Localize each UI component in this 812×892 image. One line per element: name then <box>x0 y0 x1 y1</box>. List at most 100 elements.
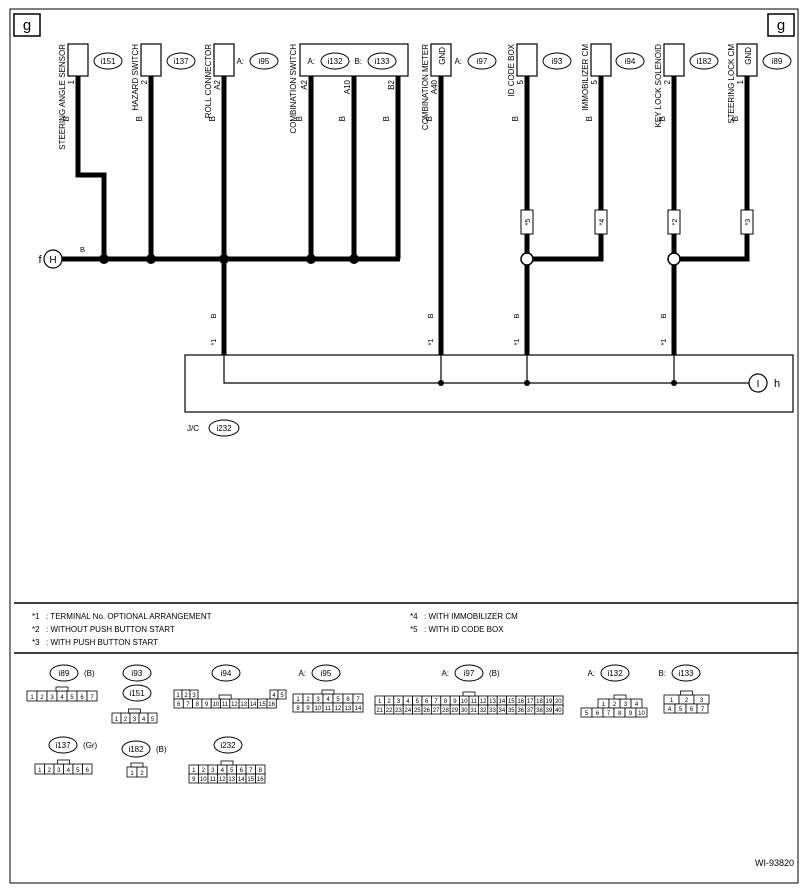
connector-tag-i137[interactable]: i137 <box>166 52 196 70</box>
gnd-label: GND <box>438 47 447 65</box>
svg-text:i95: i95 <box>321 669 332 678</box>
svg-text:18: 18 <box>536 699 543 705</box>
svg-text:B: B <box>426 313 435 318</box>
connector-view-title-i93[interactable]: i93 <box>122 664 152 682</box>
svg-text:32: 32 <box>480 708 487 714</box>
svg-text:25: 25 <box>414 708 421 714</box>
svg-text:1: 1 <box>670 698 674 704</box>
svg-text:13: 13 <box>489 699 496 705</box>
svg-text:11: 11 <box>210 777 217 783</box>
gnd-label: GND <box>744 47 753 65</box>
jc-connector-tag[interactable]: i232 <box>208 419 240 437</box>
svg-text:4: 4 <box>60 695 64 701</box>
connector-tag-i89[interactable]: i89 <box>762 52 792 70</box>
svg-text:4: 4 <box>221 768 225 774</box>
svg-text:7: 7 <box>701 707 705 713</box>
svg-text:i151: i151 <box>129 689 145 698</box>
page-ref-right[interactable]: g <box>767 13 795 37</box>
connector-tag-i97[interactable]: A: i97 <box>454 52 497 70</box>
connector-tag-i133[interactable]: B:i133 <box>354 52 397 70</box>
svg-text:H: H <box>49 255 56 266</box>
pin-comb-A2: A2 <box>300 79 309 89</box>
svg-text:3: 3 <box>700 698 704 704</box>
svg-text:4: 4 <box>272 693 276 699</box>
pin-i93: 5 <box>516 79 525 84</box>
page-frame <box>9 8 799 884</box>
svg-text:i137: i137 <box>55 741 71 750</box>
wire-color-i94: B <box>585 116 594 121</box>
svg-text:10: 10 <box>213 702 220 708</box>
connector-view-title-i97[interactable]: A:i97(B) <box>441 664 500 682</box>
svg-text:19: 19 <box>546 699 553 705</box>
svg-text:29: 29 <box>452 708 459 714</box>
page-ref-left-label: g <box>23 17 31 34</box>
note-key: *4 <box>410 612 418 621</box>
svg-text:i89: i89 <box>59 669 70 678</box>
note-text: : WITHOUT PUSH BUTTON START <box>46 625 175 634</box>
connector-tag-i93[interactable]: i93 <box>542 52 572 70</box>
page-ref-left[interactable]: g <box>13 13 41 37</box>
connector-tag-i95[interactable]: A:i95 <box>236 52 279 70</box>
svg-text:7: 7 <box>607 711 611 717</box>
svg-text:i97: i97 <box>477 57 488 66</box>
svg-text:6: 6 <box>425 699 429 705</box>
svg-text:7: 7 <box>434 699 438 705</box>
svg-text:5: 5 <box>76 768 80 774</box>
label-i94: IMMOBILIZER CM <box>581 44 590 111</box>
svg-text:23: 23 <box>395 708 402 714</box>
connector-view-title-i232[interactable]: i232 <box>213 736 243 754</box>
svg-text:34: 34 <box>499 708 506 714</box>
svg-text:9: 9 <box>306 706 310 712</box>
svg-text:(B): (B) <box>156 745 167 754</box>
note-text: : WITH PUSH BUTTON START <box>46 638 158 647</box>
connector-view-title-i132[interactable]: A:i132 <box>587 664 630 682</box>
svg-text:7: 7 <box>356 697 360 703</box>
svg-text:33: 33 <box>489 708 496 714</box>
connector-view-title-i95[interactable]: A:i95 <box>298 664 341 682</box>
svg-text:14: 14 <box>499 699 506 705</box>
connector-view-title-i89[interactable]: i89(B) <box>49 664 95 682</box>
connector-view-title-i137[interactable]: i137(Gr) <box>48 736 98 754</box>
pin-i151: 1 <box>67 79 76 84</box>
wire-immobilizer <box>527 76 604 262</box>
connector-tag-i182[interactable]: i182 <box>689 52 719 70</box>
svg-text:6: 6 <box>596 711 600 717</box>
connector-tag-i132[interactable]: A:i132 <box>307 52 350 70</box>
svg-text:12: 12 <box>480 699 487 705</box>
pin-i89: 1 <box>736 79 745 84</box>
connector-view-title-i151[interactable]: i151 <box>122 684 152 702</box>
svg-text:15: 15 <box>247 777 254 783</box>
svg-text:3: 3 <box>211 768 215 774</box>
label-i95: ROLL CONNECTOR <box>204 44 213 118</box>
svg-text:i182: i182 <box>696 57 712 66</box>
svg-text:8: 8 <box>444 699 448 705</box>
svg-text:9: 9 <box>192 777 196 783</box>
pin-i182: 2 <box>663 79 672 84</box>
svg-text:17: 17 <box>527 699 534 705</box>
connector-h[interactable]: I h <box>748 373 780 393</box>
svg-text:i97: i97 <box>464 669 475 678</box>
connector-view-title-i94[interactable]: i94 <box>211 664 241 682</box>
connector-view-title-i182[interactable]: i182(B) <box>121 740 167 758</box>
connector-view-title-i133[interactable]: B:i133 <box>658 664 701 682</box>
svg-text:A:: A: <box>454 57 462 66</box>
wire-color-i151: B <box>62 116 71 121</box>
svg-text:*3: *3 <box>745 219 752 226</box>
svg-text:i93: i93 <box>552 57 563 66</box>
connector-tag-i151[interactable]: i151 <box>93 52 123 70</box>
svg-text:12: 12 <box>231 702 238 708</box>
svg-text:16: 16 <box>268 702 275 708</box>
note-key: *2 <box>32 625 40 634</box>
connector-f[interactable]: f H <box>38 249 63 269</box>
svg-text:35: 35 <box>508 708 515 714</box>
svg-text:6: 6 <box>690 707 694 713</box>
note-text: : WITH ID CODE BOX <box>424 625 504 634</box>
svg-text:15: 15 <box>508 699 515 705</box>
svg-text:i232: i232 <box>220 741 236 750</box>
svg-text:13: 13 <box>240 702 247 708</box>
connector-tag-i94[interactable]: i94 <box>615 52 645 70</box>
svg-text:3: 3 <box>133 717 137 723</box>
